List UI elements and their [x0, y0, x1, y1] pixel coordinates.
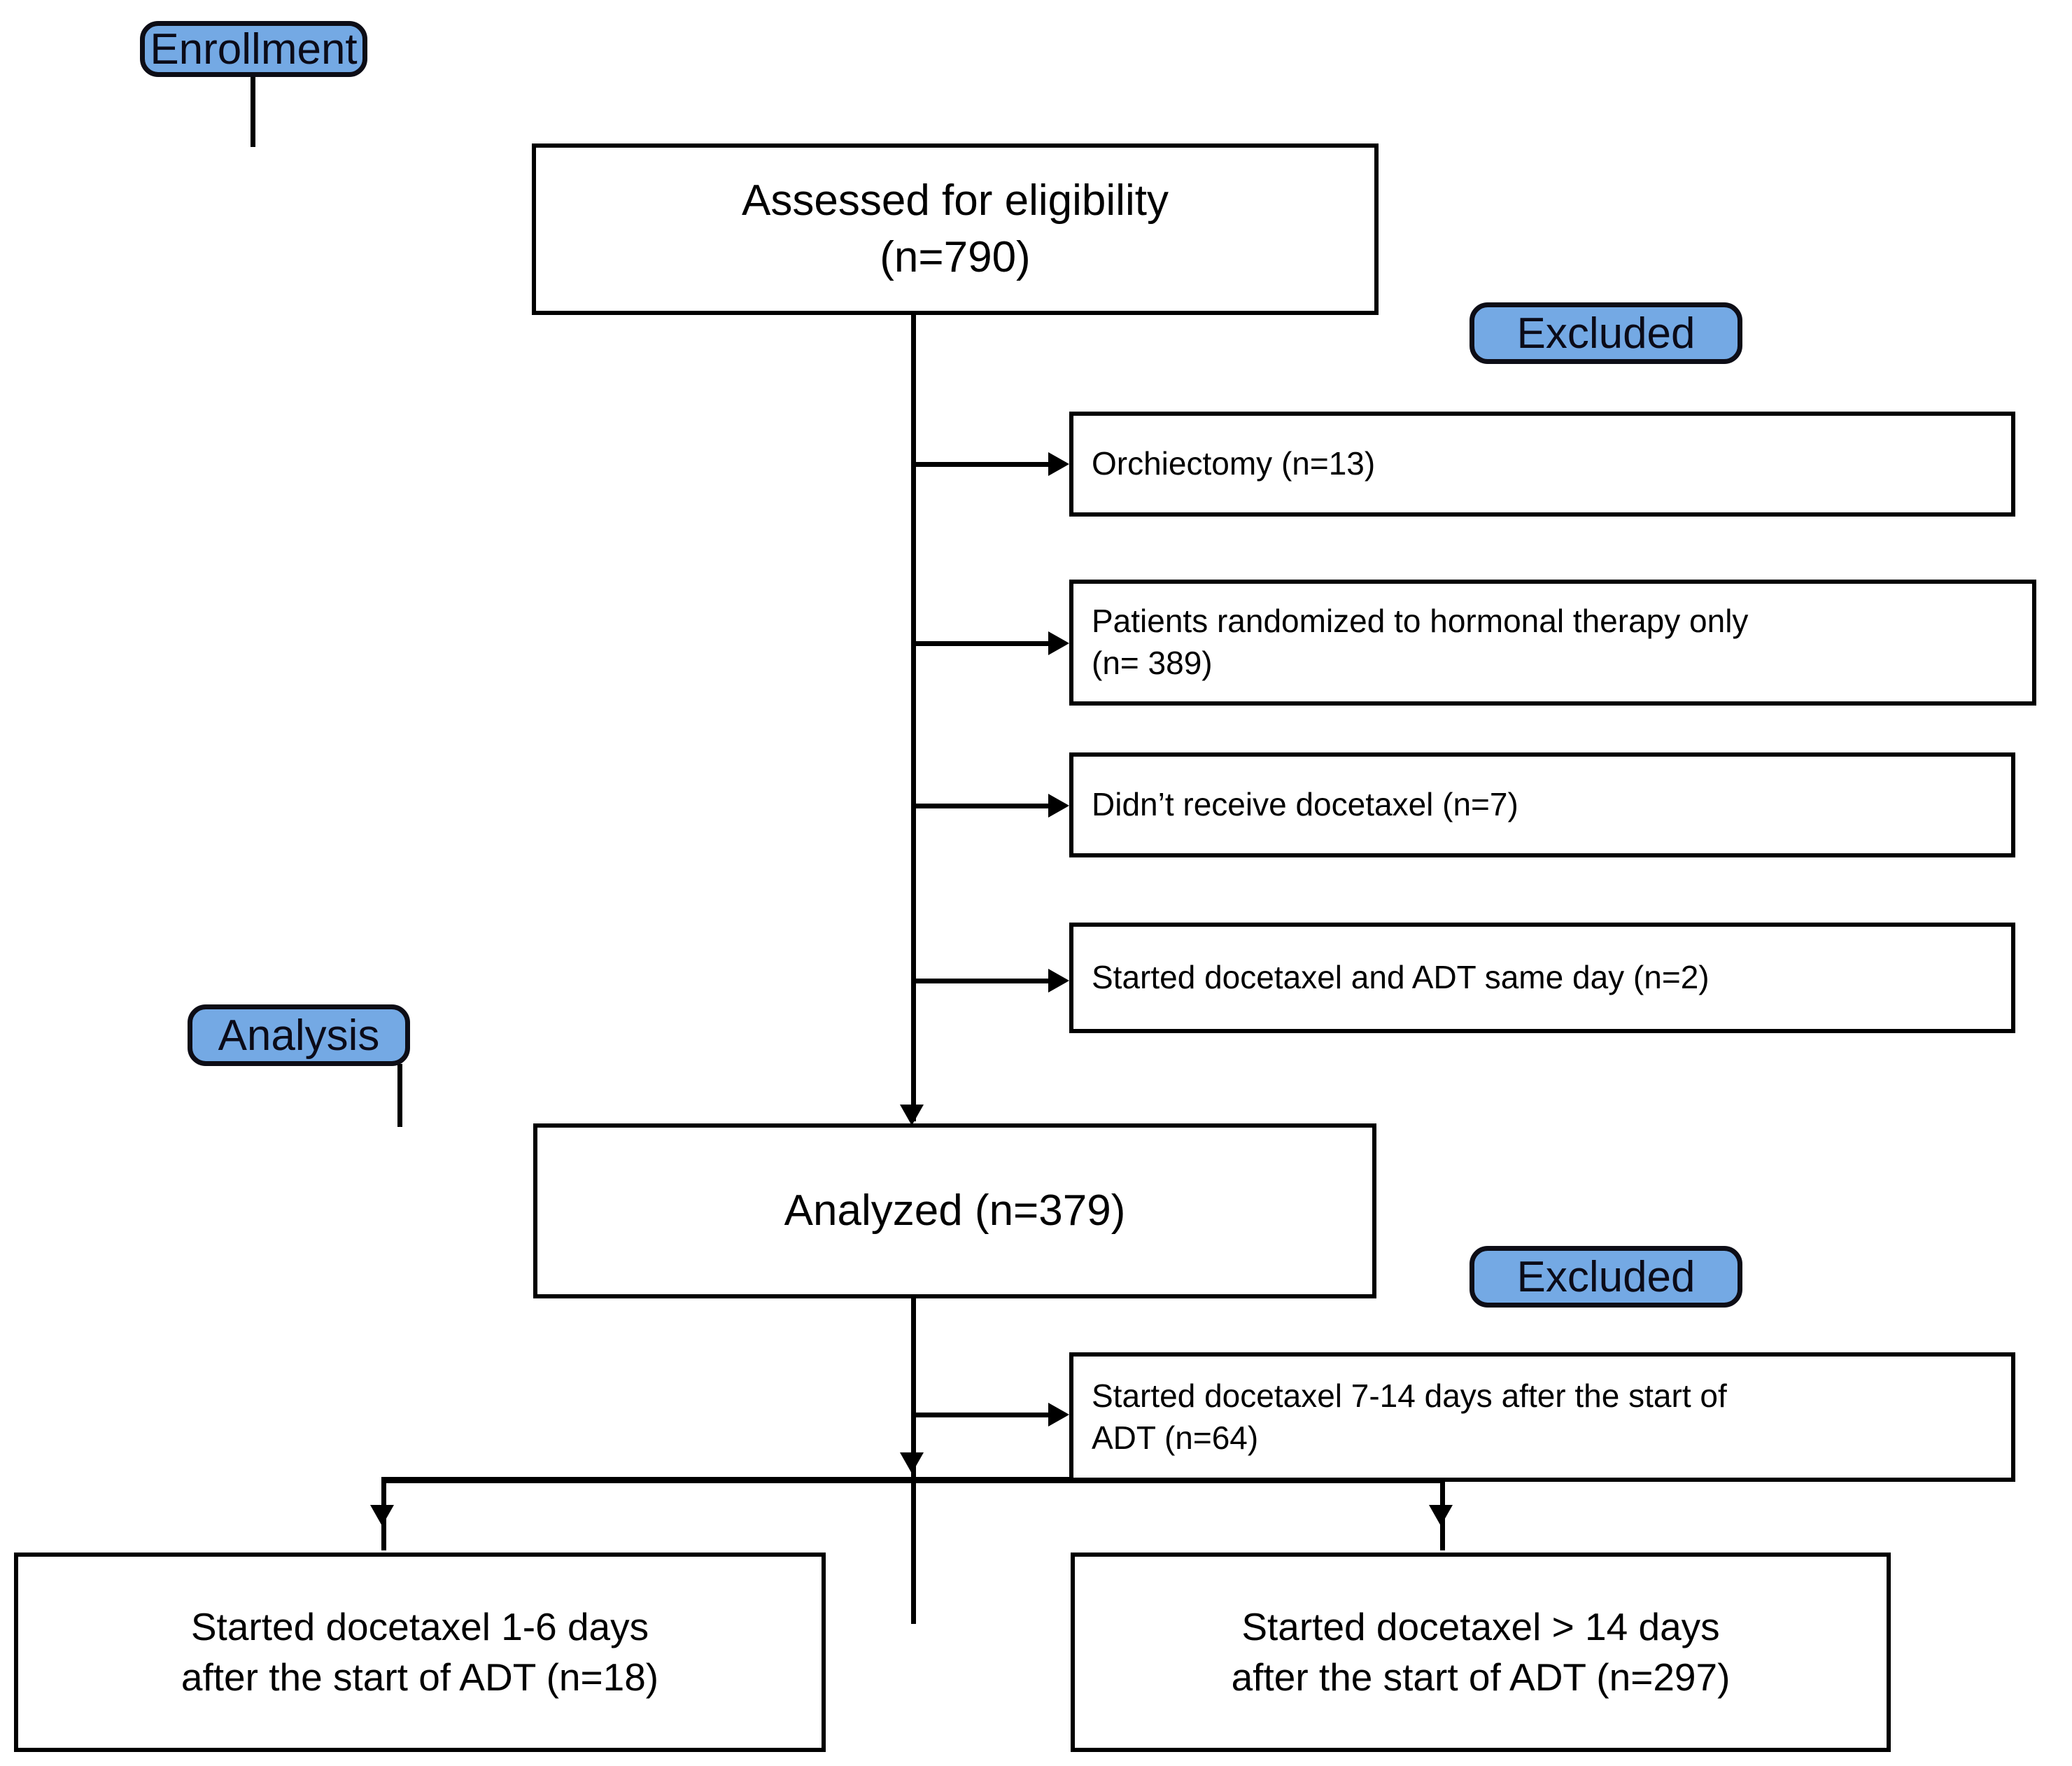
arrowhead-to-excluded-orchiectomy — [1048, 452, 1069, 476]
connector-enrollment-badge-stub — [251, 77, 255, 147]
badge-excluded-1-label: Excluded — [1516, 309, 1696, 358]
badge-analysis: Analysis — [188, 1004, 410, 1066]
connector-split-bar — [381, 1477, 1445, 1483]
arrowhead-split-right — [1429, 1505, 1453, 1526]
node-excluded-same-day: Started docetaxel and ADT same day (n=2) — [1069, 923, 2015, 1033]
node-assessed-for-eligibility-text: Assessed for eligibility (n=790) — [742, 176, 1169, 281]
badge-excluded-1: Excluded — [1470, 302, 1742, 364]
node-excluded-orchiectomy: Orchiectomy (n=13) — [1069, 412, 2015, 517]
connector-analysis-badge-stub — [397, 1064, 402, 1127]
node-assessed-for-eligibility: Assessed for eligibility (n=790) — [532, 143, 1379, 315]
badge-enrollment-label: Enrollment — [150, 24, 358, 73]
node-excluded-7-14-days-text: Started docetaxel 7-14 days after the st… — [1092, 1377, 1727, 1456]
node-excluded-no-docetaxel: Didn’t receive docetaxel (n=7) — [1069, 752, 2015, 857]
node-excluded-hormonal-only-text: Patients randomized to hormonal therapy … — [1092, 603, 1749, 681]
connector-to-excluded-no-docetaxel — [911, 804, 1050, 808]
connector-trunk-enrollment — [911, 315, 916, 1121]
badge-excluded-2-label: Excluded — [1516, 1252, 1696, 1301]
node-excluded-orchiectomy-text: Orchiectomy (n=13) — [1092, 445, 1376, 482]
node-excluded-hormonal-only: Patients randomized to hormonal therapy … — [1069, 580, 2036, 706]
arrowhead-to-excluded-hormonal-only — [1048, 631, 1069, 655]
node-analyzed: Analyzed (n=379) — [533, 1123, 1376, 1298]
node-excluded-same-day-text: Started docetaxel and ADT same day (n=2) — [1092, 959, 1710, 996]
connector-trunk-analysis — [911, 1298, 916, 1459]
node-outcome-1-6-days: Started docetaxel 1-6 days after the sta… — [14, 1553, 826, 1752]
node-outcome-gt-14-days: Started docetaxel > 14 days after the st… — [1071, 1553, 1891, 1752]
node-outcome-1-6-days-text: Started docetaxel 1-6 days after the sta… — [181, 1605, 659, 1699]
connector-to-excluded-orchiectomy — [911, 462, 1050, 467]
arrowhead-to-excluded-7-14-days — [1048, 1403, 1069, 1427]
node-excluded-no-docetaxel-text: Didn’t receive docetaxel (n=7) — [1092, 786, 1518, 823]
connector-trunk-analysis-lower — [911, 1424, 916, 1624]
node-outcome-gt-14-days-text: Started docetaxel > 14 days after the st… — [1231, 1605, 1731, 1699]
arrowhead-split-left — [370, 1505, 394, 1526]
node-excluded-7-14-days: Started docetaxel 7-14 days after the st… — [1069, 1352, 2015, 1482]
arrowhead-trunk-to-analyzed — [900, 1105, 924, 1126]
badge-excluded-2: Excluded — [1470, 1246, 1742, 1308]
connector-to-excluded-7-14-days — [911, 1413, 1050, 1417]
arrowhead-trunk-to-split — [900, 1452, 924, 1473]
arrowhead-to-excluded-no-docetaxel — [1048, 794, 1069, 818]
connector-to-excluded-hormonal-only — [911, 641, 1050, 646]
badge-enrollment: Enrollment — [140, 21, 367, 77]
node-analyzed-text: Analyzed (n=379) — [784, 1186, 1126, 1235]
arrowhead-to-excluded-same-day — [1048, 969, 1069, 993]
badge-analysis-label: Analysis — [218, 1011, 380, 1060]
connector-to-excluded-same-day — [911, 979, 1050, 983]
